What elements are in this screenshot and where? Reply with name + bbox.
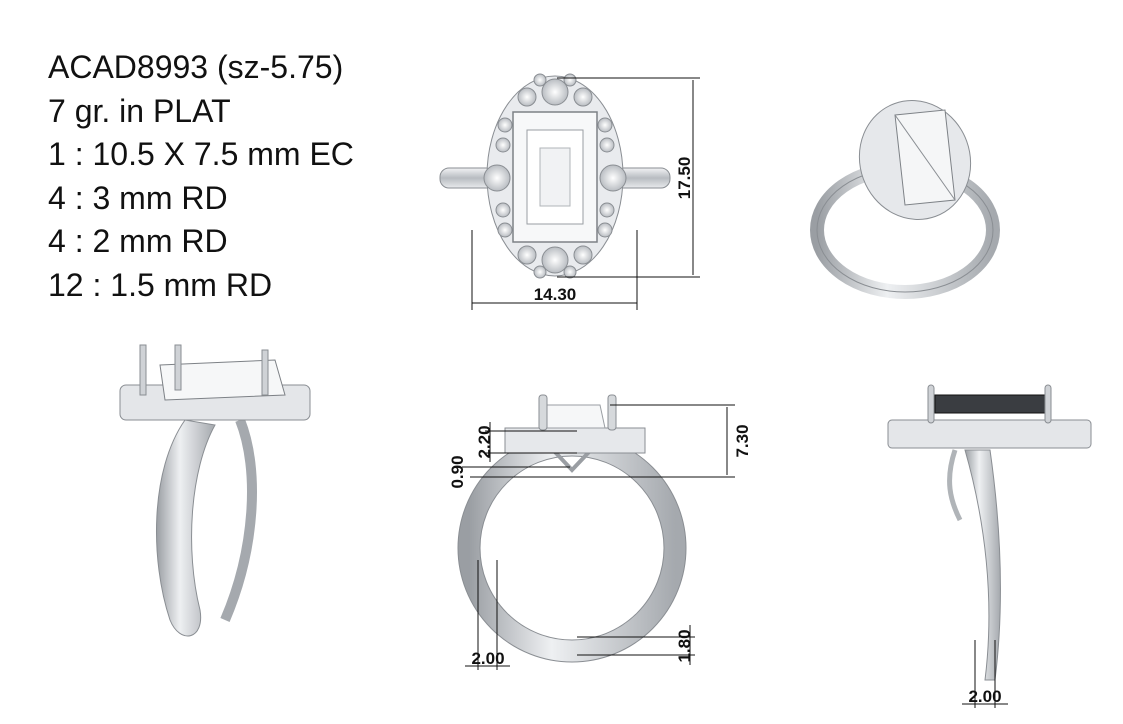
- spec-weight: 7 gr. in PLAT: [48, 92, 231, 129]
- front-view: [457, 394, 687, 663]
- spec-text: ACAD8993 (sz-5.75) 7 gr. in PLAT 1 : 10.…: [48, 46, 354, 307]
- spec-model: ACAD8993 (sz-5.75): [48, 49, 344, 85]
- dimension-lines-side: [962, 640, 1008, 708]
- dim-top-height: 17.50: [675, 157, 694, 200]
- dimension-lines-top: [471, 77, 700, 310]
- dim-top-width: 14.30: [534, 285, 577, 304]
- left-side-view: [119, 344, 311, 637]
- dim-front-gap: 0.90: [448, 455, 467, 488]
- top-view: [439, 73, 671, 279]
- perspective-view: [810, 100, 1000, 299]
- dim-front-halo-height: 2.20: [475, 425, 494, 458]
- dim-side-shank-width: 2.00: [968, 687, 1001, 706]
- dim-front-total-height: 7.30: [733, 424, 752, 457]
- spec-center-stone: 1 : 10.5 X 7.5 mm EC: [48, 136, 354, 172]
- dimension-lines-front: [462, 404, 735, 670]
- right-side-view: [887, 384, 1092, 681]
- spec-side-stones-3mm: 4 : 3 mm RD: [48, 179, 228, 216]
- spec-side-stones-2mm: 4 : 2 mm RD: [48, 223, 228, 259]
- spec-halo-stones: 12 : 1.5 mm RD: [48, 266, 273, 303]
- dim-front-shank-thickness: 1.80: [675, 629, 694, 662]
- dim-front-shank-width: 2.00: [471, 649, 504, 668]
